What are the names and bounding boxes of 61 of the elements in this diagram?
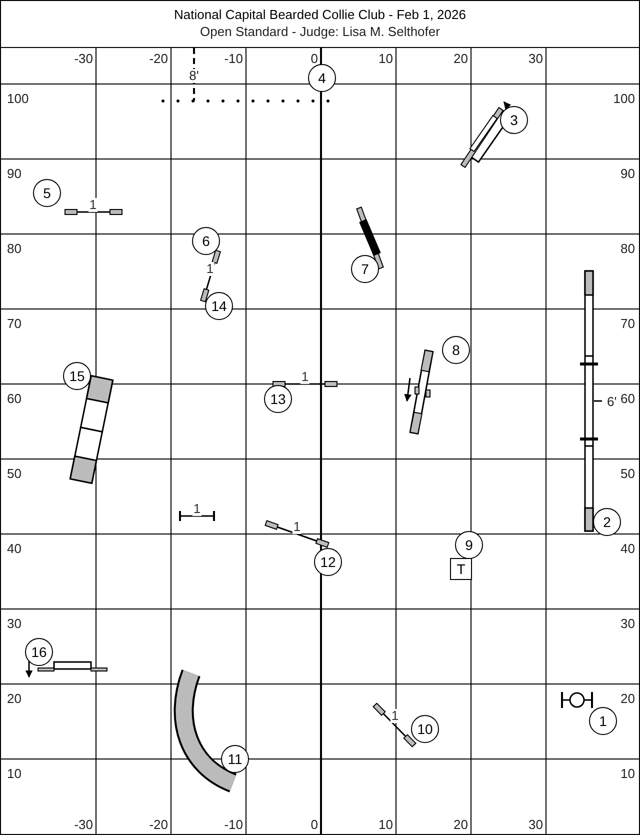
sequence-number: 11	[221, 745, 249, 773]
axis-label: 60	[7, 392, 22, 406]
axis-label: -30	[74, 818, 93, 832]
axis-label: 40	[7, 542, 22, 556]
bar-height-label: 1	[205, 262, 215, 276]
axis-label: 20	[620, 692, 635, 706]
axis-label: 10	[378, 52, 393, 66]
sequence-number: 8	[442, 336, 470, 364]
bar-height-label: 1	[292, 520, 302, 534]
axis-label: -10	[224, 52, 243, 66]
axis-label: 0	[310, 818, 318, 832]
sequence-number: 13	[264, 385, 292, 413]
bar-height-label: 1	[88, 198, 98, 212]
axis-label: 30	[7, 617, 22, 631]
axis-label: -20	[149, 52, 168, 66]
sequence-number: 16	[25, 638, 53, 666]
axis-label: 90	[7, 167, 22, 181]
axis-label: 20	[454, 818, 468, 832]
course-title: National Capital Bearded Collie Club - Feb 1, 2026	[173, 7, 467, 23]
sequence-number: 4	[308, 64, 336, 92]
sequence-number: 1	[589, 707, 617, 735]
axis-label: 50	[620, 467, 635, 481]
axis-label: 80	[620, 242, 635, 256]
axis-label: 30	[528, 52, 543, 66]
axis-label: 20	[7, 692, 22, 706]
sequence-number: 2	[593, 508, 621, 536]
sequence-number: 14	[205, 292, 233, 320]
axis-label: 0	[310, 52, 318, 66]
axis-label: 100	[7, 92, 29, 106]
dimension-label: 6'	[607, 395, 617, 409]
axis-label: 70	[620, 317, 635, 331]
table-marker: T	[450, 558, 472, 580]
sequence-number: 12	[314, 548, 342, 576]
sequence-number: 3	[500, 106, 528, 134]
axis-label: 40	[620, 542, 635, 556]
axis-label: 10	[378, 818, 393, 832]
axis-label: 30	[528, 818, 543, 832]
dimension-label: 8'	[189, 69, 199, 83]
bar-height-label: 1	[390, 709, 400, 723]
sequence-number: 7	[351, 255, 379, 283]
sequence-number: 5	[33, 179, 61, 207]
axis-label: -20	[149, 818, 168, 832]
axis-label: 60	[620, 392, 635, 406]
sequence-number: 9	[455, 531, 483, 559]
axis-label: 20	[454, 52, 468, 66]
axis-label: 90	[620, 167, 635, 181]
sequence-number: 6	[192, 227, 220, 255]
axis-label: 30	[620, 617, 635, 631]
axis-label: 50	[7, 467, 22, 481]
axis-label: -10	[224, 818, 243, 832]
axis-label: 100	[613, 92, 635, 106]
axis-label: -30	[74, 52, 93, 66]
course-subtitle: Open Standard - Judge: Lisa M. Selthofer	[199, 25, 441, 39]
axis-label: 70	[7, 317, 22, 331]
sequence-number: 10	[411, 715, 439, 743]
axis-label: 80	[7, 242, 22, 256]
sequence-number: 15	[63, 362, 91, 390]
axis-label: 10	[620, 767, 635, 781]
bar-height-label: 1	[192, 502, 202, 516]
bar-height-label: 1	[300, 370, 310, 384]
axis-label: 10	[7, 767, 22, 781]
